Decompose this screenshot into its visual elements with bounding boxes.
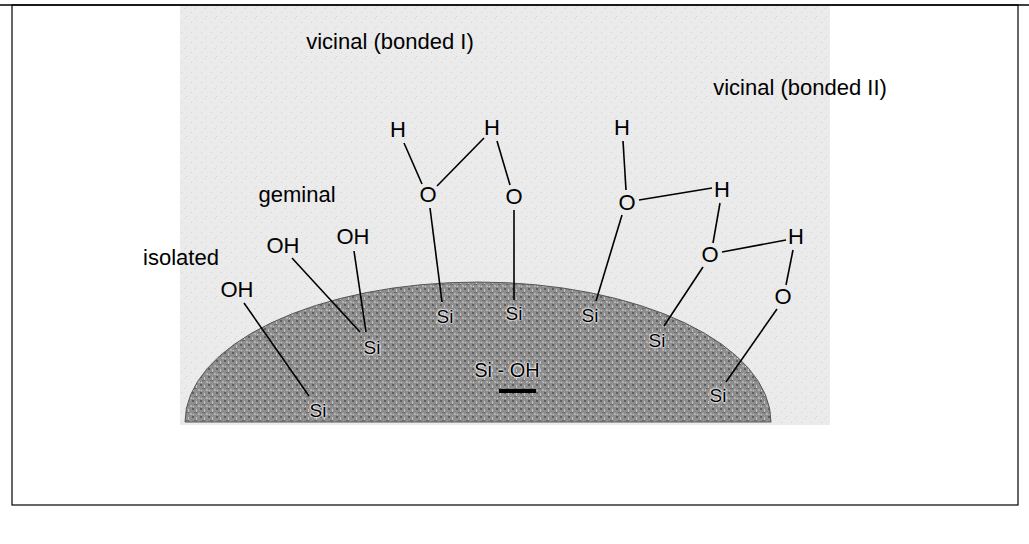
bond-line — [404, 143, 422, 184]
atom-label: H — [484, 117, 500, 139]
hydrogen-bond-line — [639, 188, 712, 200]
atom-label: O — [701, 244, 718, 266]
bond-line — [244, 303, 309, 396]
silicon-label: Si — [710, 386, 727, 405]
group-label: vicinal (bonded I) — [306, 31, 474, 53]
atom-label: O — [505, 186, 522, 208]
bond-line — [713, 203, 720, 243]
atom-label: H — [788, 226, 804, 248]
hydrogen-bond-line — [722, 240, 786, 252]
silicon-label: Si — [364, 338, 381, 357]
bond-line — [623, 141, 626, 190]
silicon-label: Si — [649, 331, 666, 350]
silica-particle — [185, 282, 771, 422]
silicon-label: Si — [437, 307, 454, 326]
atom-label: H — [614, 117, 630, 139]
bond-line — [513, 210, 515, 300]
atom-label: O — [419, 184, 436, 206]
silicon-label: Si — [582, 306, 599, 325]
atom-label: OH — [267, 235, 300, 257]
hydrogen-bond-line — [437, 138, 484, 186]
photo-ground — [180, 6, 830, 425]
silicon-label: Si — [310, 401, 327, 420]
underline-bar — [499, 389, 536, 393]
bond-line — [497, 141, 510, 185]
bond-line — [786, 250, 793, 285]
atom-label: O — [774, 286, 791, 308]
silanol-label: Si - OH — [474, 360, 540, 380]
bond-lines — [244, 138, 793, 396]
group-label: isolated — [143, 247, 219, 269]
bond-line — [430, 208, 442, 302]
atom-label: H — [390, 119, 406, 141]
group-label: vicinal (bonded II) — [713, 77, 887, 99]
bond-line — [664, 267, 703, 326]
atom-label: OH — [337, 226, 370, 248]
frame-border — [12, 5, 1018, 505]
atom-label: OH — [221, 279, 254, 301]
bond-line — [354, 251, 366, 332]
atom-label: O — [618, 192, 635, 214]
bond-line — [726, 309, 777, 382]
bond-line — [596, 215, 622, 301]
group-label: geminal — [258, 184, 335, 206]
bond-line — [292, 258, 360, 332]
atom-label: H — [714, 179, 730, 201]
silicon-label: Si — [506, 304, 523, 323]
